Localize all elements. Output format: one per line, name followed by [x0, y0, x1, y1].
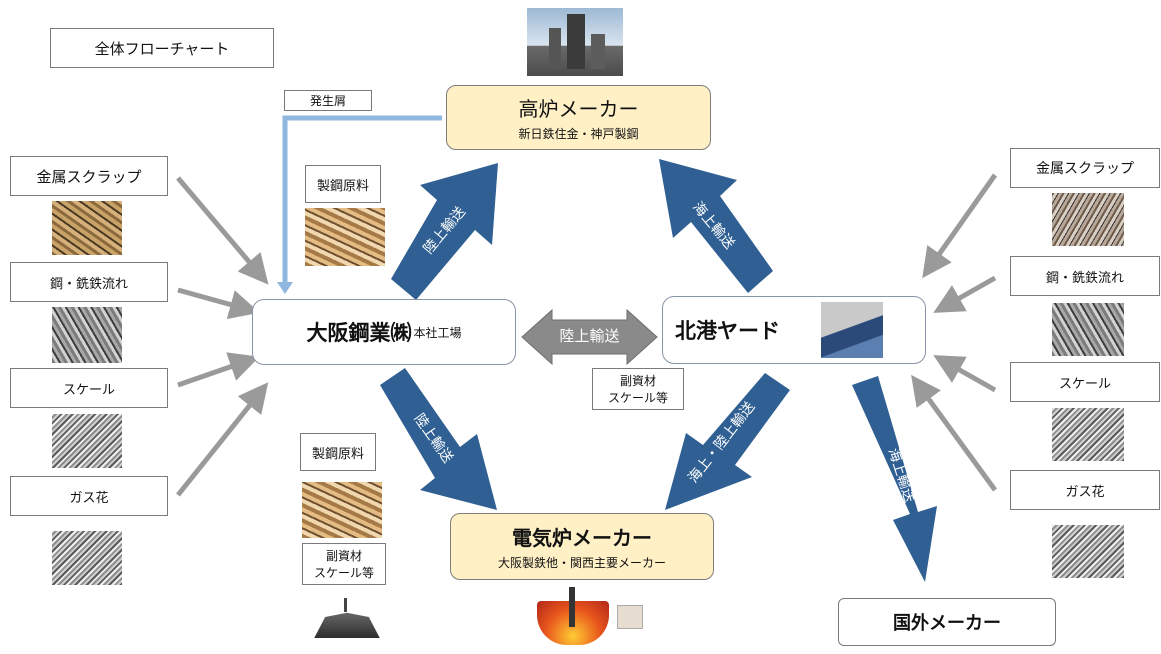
sub-material-center-line1: 副資材 [619, 374, 656, 388]
arrow-hokko-to-overseas [852, 376, 937, 582]
arrow-osaka-to-electric [380, 368, 497, 510]
arrow-hokko-to-electric [665, 373, 790, 510]
blast-furnace-photo [527, 8, 623, 76]
overseas-maker-box: 国外メーカー [838, 598, 1056, 646]
right-source-scale: スケール [1010, 362, 1160, 402]
left-source-pig-iron: 鋼・銑鉄流れ [10, 262, 168, 302]
left-arrow-pig [177, 287, 260, 320]
electric-furnace-maker-sub: 大阪製鉄他・関西主要メーカー [497, 556, 666, 570]
sub-material-bottom-line1: 副資材 [325, 549, 362, 563]
left-source-gas: ガス花 [10, 476, 168, 516]
waste-label: 発生屑 [284, 90, 372, 111]
left-arrow-scale [177, 352, 260, 388]
sub-material-pile-photo [308, 598, 386, 638]
hokko-yard-photo [821, 302, 883, 358]
right-arrow-scale [933, 355, 997, 393]
left-arrow-gas [176, 382, 269, 497]
sub-material-center: 副資材 スケール等 [592, 368, 684, 410]
electric-furnace-photo [537, 587, 643, 647]
hokko-yard-box: 北港ヤード [662, 296, 926, 364]
right-source-pig-iron: 鋼・銑鉄流れ [1010, 256, 1160, 296]
steel-material-label-bottom: 製鋼原料 [300, 433, 376, 471]
waste-return-line [282, 115, 442, 285]
transport-osaka-hokko: 陸上輸送 [559, 327, 620, 345]
left-source-scrap: 金属スクラップ [10, 156, 168, 196]
left-source-scale: スケール [10, 368, 168, 408]
osaka-steel-sub: 本社工場 [413, 325, 462, 340]
arrow-hokko-to-blast [659, 159, 773, 293]
right-source-scrap: 金属スクラップ [1010, 148, 1160, 188]
osaka-steel-name: 大阪鋼業㈱ [306, 321, 412, 345]
blast-furnace-maker-box: 高炉メーカー 新日鉄住金・神戸製鋼 [446, 85, 711, 150]
steel-material-photo-top [305, 208, 385, 266]
blast-furnace-maker-name: 高炉メーカー [518, 97, 639, 121]
arrow-osaka-to-blast [391, 163, 498, 300]
electric-furnace-maker-name: 電気炉メーカー [512, 526, 652, 550]
left-pig-iron-photo [52, 307, 122, 363]
right-scrap-photo [1052, 193, 1124, 246]
right-source-gas: ガス花 [1010, 470, 1160, 510]
right-gas-photo [1052, 525, 1124, 578]
steel-material-label-top: 製鋼原料 [305, 165, 381, 203]
steel-material-photo-bottom [302, 482, 382, 538]
waste-return-arrowhead [277, 282, 293, 294]
left-scrap-photo [52, 201, 122, 255]
sub-material-bottom: 副資材 スケール等 [302, 543, 386, 585]
left-arrow-scrap [176, 176, 269, 285]
chart-title: 全体フローチャート [50, 28, 274, 68]
right-arrow-pig [933, 275, 997, 313]
electric-furnace-maker-box: 電気炉メーカー 大阪製鉄他・関西主要メーカー [450, 513, 714, 580]
right-scale-photo [1052, 408, 1124, 461]
left-scale-photo [52, 414, 122, 468]
right-arrow-scrap [922, 173, 998, 279]
right-pig-iron-photo [1052, 303, 1124, 356]
right-arrow-gas [911, 374, 998, 492]
sub-material-center-line2: スケール等 [607, 391, 668, 405]
left-gas-photo [52, 531, 122, 585]
blast-furnace-maker-sub: 新日鉄住金・神戸製鋼 [518, 127, 639, 141]
osaka-steel-box: 大阪鋼業㈱ 本社工場 [252, 299, 516, 365]
sub-material-bottom-line2: スケール等 [313, 566, 374, 580]
arrow-osaka-hokko [521, 308, 658, 366]
hokko-yard-name: 北港ヤード [675, 319, 780, 343]
